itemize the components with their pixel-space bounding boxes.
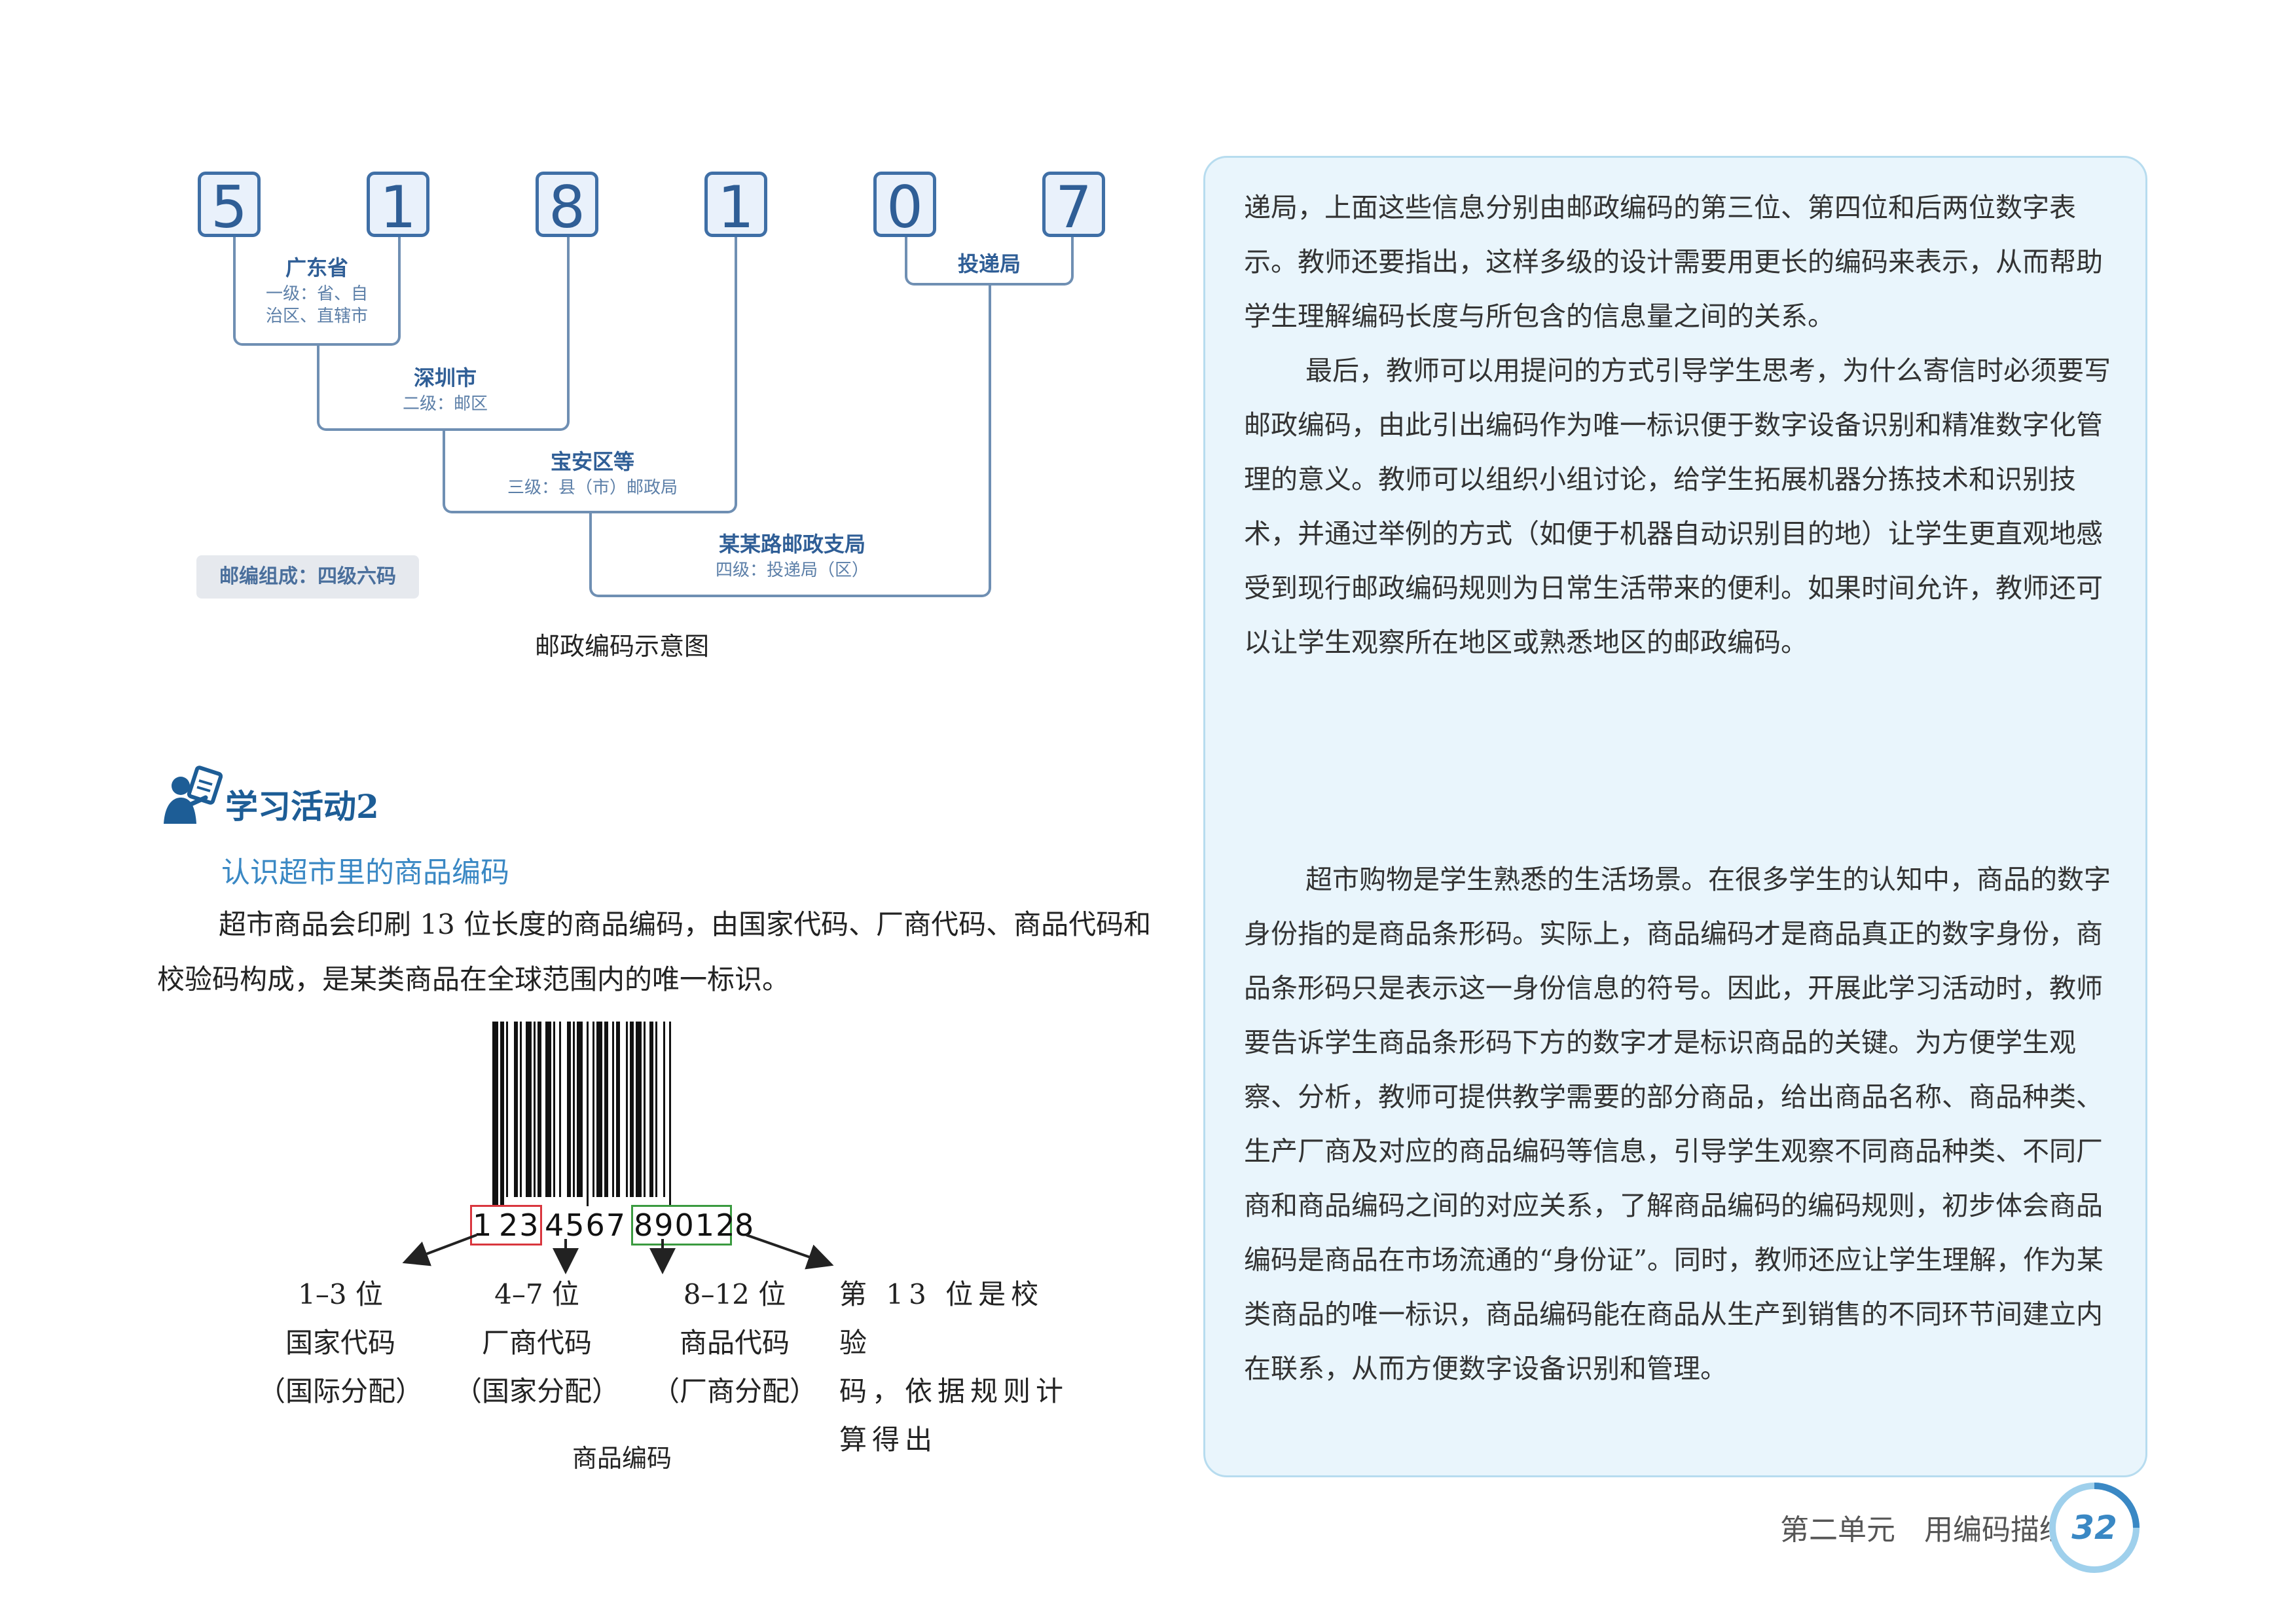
barcode-bar [553,1022,555,1197]
barcode-part-check: 第 13 位是校验 码，依据规则计 算得出 [839,1270,1068,1464]
barcode-arrows [402,1234,834,1274]
level2-title: 深圳市 [413,365,477,390]
page-ring-icon: 32 [2049,1483,2140,1573]
country-range: 1–3 位 [298,1278,383,1310]
check-line-1: 第 13 位是校验 [839,1278,1044,1359]
level1-desc: 一级：省、自 治区、直辖市 [265,284,368,326]
check-line-3: 算得出 [839,1424,938,1456]
postal-code-badge: 邮编组成：四级六码 [196,555,419,599]
barcode-bar [663,1022,665,1197]
postal-digit-2: 1 [367,172,429,240]
delivery-label: 投递局 [957,251,1021,276]
barcode-bar [526,1022,532,1197]
product-note: （厂商分配） [651,1375,817,1407]
manufacturer-name: 厂商代码 [481,1327,592,1359]
country-name: 国家代码 [285,1327,395,1359]
activity-paragraph: 超市商品会印刷 13 位长度的商品编码，由国家代码、厂商代码、商品代码和校验码构… [157,908,1152,995]
level4-desc: 四级：投递局（区） [715,561,869,580]
barcode-bar [492,1022,498,1206]
postal-diagram-caption: 邮政编码示意图 [534,632,709,661]
barcode-bar [587,1022,589,1206]
barcode-bar [520,1022,522,1197]
barcode-bar [538,1022,541,1197]
barcode-digits-country: 23 [499,1208,540,1243]
barcode-bar [573,1022,575,1197]
level3-stem [735,237,737,431]
barcode-bar [655,1022,657,1197]
level3-title: 宝安区等 [550,449,634,474]
product-code-box [631,1205,732,1246]
level2-desc: 二级：邮区 [402,394,488,414]
country-code-box [470,1205,542,1246]
barcode-caption: 商品编码 [572,1444,672,1473]
level4-bracket [589,512,991,597]
panel-para-2: 最后，教师可以用提问的方式引导学生思考，为什么寄信时必须要写邮政编码，由此引出编… [1244,355,2111,658]
barcode-bar [506,1022,508,1197]
page-number-badge: 32 [2045,1479,2143,1577]
barcode-bar [514,1022,518,1197]
barcode-part-manufacturer: 4–7 位 厂商代码 （国家分配） [439,1270,635,1416]
barcode-bar [636,1022,642,1197]
panel-block-postal: 递局，上面这些信息分别由邮政编码的第三位、第四位和后两位数字表示。教师还要指出，… [1244,181,2115,670]
panel-para-1: 递局，上面这些信息分别由邮政编码的第三位、第四位和后两位数字表示。教师还要指出，… [1244,192,2103,332]
barcode-bar [626,1022,628,1197]
postal-digit-4: 1 [704,172,767,240]
barcode-digit-first: 1 [473,1208,494,1243]
reading-student-icon [164,766,223,824]
page-number: 32 [2071,1509,2117,1547]
activity-subtitle: 认识超市里的商品编码 [221,856,509,889]
postal-digit-1: 5 [198,172,261,240]
barcode-bar [534,1022,536,1197]
barcode-bar [649,1022,653,1197]
barcode-bar [592,1022,594,1197]
barcode-bar [616,1022,620,1197]
level1-title: 广东省 [285,255,348,280]
country-note: （国际分配） [257,1375,423,1407]
barcode-bar [596,1022,602,1197]
barcode-bar [567,1022,571,1197]
activity-title: 学习活动2 [225,787,379,826]
panel-block-barcode: 超市购物是学生熟悉的生活场景。在很多学生的认知中，商品的数字身份指的是商品条形码… [1244,853,2115,1396]
panel-para-3: 超市购物是学生熟悉的生活场景。在很多学生的认知中，商品的数字身份指的是商品条形码… [1244,864,2111,1384]
level4-title: 某某路邮政支局 [718,532,866,557]
barcode-image [492,1022,671,1206]
barcode-digits-product: 89012 [634,1208,737,1243]
barcode-bar [630,1022,634,1197]
manufacturer-range: 4–7 位 [494,1278,579,1310]
postal-digit-3: 8 [536,172,598,240]
barcode-bar [545,1022,551,1197]
postal-digit-5: 0 [873,172,936,240]
postal-digit-6: 7 [1042,172,1105,240]
level2-stem [567,237,570,346]
barcode-digits-manufacturer: 4567 [545,1208,627,1243]
barcode-bar [559,1022,561,1197]
barcode-part-product: 8–12 位 商品代码 （厂商分配） [636,1270,833,1416]
barcode-bar [644,1022,646,1197]
barcode-bar [612,1022,614,1197]
check-line-2: 码，依据规则计 [839,1375,1069,1407]
level3-desc: 三级：县（市）邮政局 [507,478,678,498]
barcode-bar [669,1022,671,1206]
product-range: 8–12 位 [683,1278,786,1310]
barcode-part-country: 1–3 位 国家代码 （国际分配） [242,1270,439,1416]
teacher-note-panel [1203,156,2147,1477]
manufacturer-note: （国家分配） [454,1375,619,1407]
barcode-bar [500,1022,504,1206]
product-name: 商品代码 [679,1327,790,1359]
level4-stem [989,284,991,513]
barcode-bar [577,1022,583,1197]
barcode-bar [604,1022,608,1197]
